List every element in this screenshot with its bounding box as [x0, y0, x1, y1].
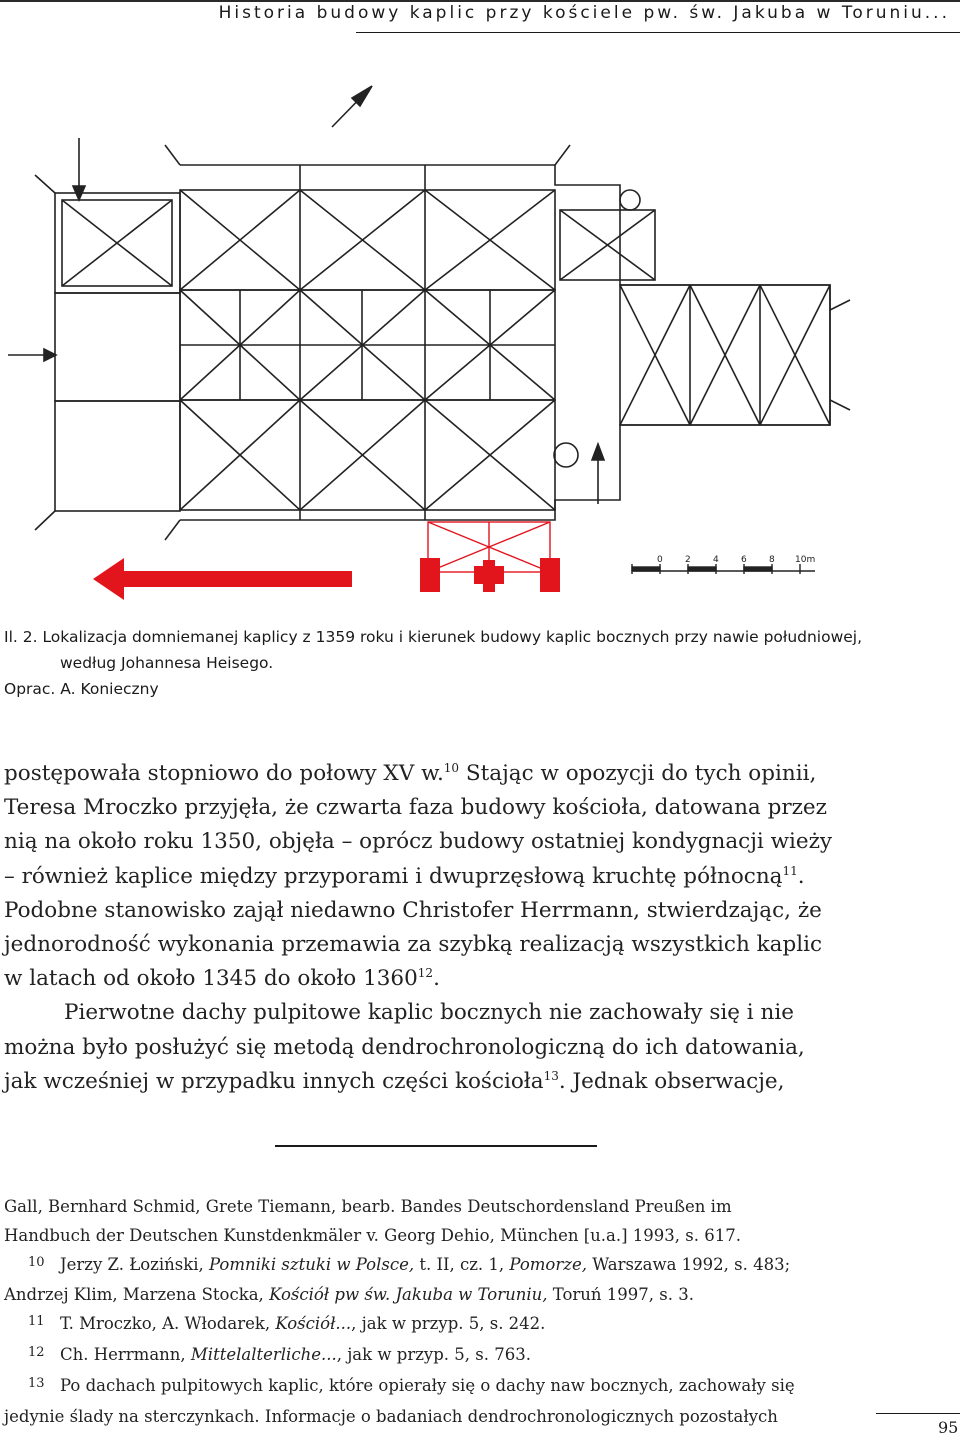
scale-label: 2 — [685, 555, 691, 565]
running-head: Historia budowy kaplic przy kościele pw.… — [0, 0, 960, 40]
scale-label: 8 — [769, 555, 775, 565]
page-number-rule — [876, 1413, 960, 1414]
footnote-line: Gall, Bernhard Schmid, Grete Tiemann, be… — [4, 1197, 732, 1216]
footnote-line: Andrzej Klim, Marzena Stocka, Kościół pw… — [4, 1285, 694, 1305]
floor-plan-drawing: 0 2 4 6 8 10m — [8, 85, 851, 600]
caption-line: według Johannesa Heisego. — [60, 654, 274, 672]
running-head-rule — [356, 32, 960, 33]
north-arrow-head — [350, 85, 373, 108]
footnote-line: Handbuch der Deutschen Kunstdenkmäler v.… — [4, 1225, 741, 1245]
caption-line: Il. 2. Lokalizacja domniemanej kaplicy z… — [4, 628, 863, 646]
caption-credit: Oprac. A. Konieczny — [4, 680, 159, 698]
church-floor-plan-figure: 0 2 4 6 8 10m — [0, 80, 960, 620]
footnotes: Gall, Bernhard Schmid, Grete Tiemann, be… — [4, 1193, 876, 1431]
scale-label: 0 — [657, 555, 663, 565]
top-rule — [0, 0, 960, 2]
body-line: jak wcześniej w przypadku innych części … — [4, 1068, 785, 1094]
scale-bar — [631, 564, 815, 574]
body-line: w latach od około 1345 do około 136012. — [4, 966, 440, 992]
body-line: Teresa Mroczko przyjęła, że czwarta faza… — [4, 795, 827, 821]
scale-label: 4 — [713, 555, 719, 565]
body-line: postępowała stopniowo do połowy XV w.10 … — [4, 760, 817, 786]
body-line: można było posłużyć się metodą dendrochr… — [4, 1034, 805, 1060]
body-line: nią na około roku 1350, objęła – oprócz … — [4, 829, 833, 855]
footnote-line: jedynie ślady na sterczynkach. Informacj… — [4, 1406, 778, 1426]
body-line: – również kaplice między przyporami i dw… — [4, 863, 805, 889]
page-number: 95 — [938, 1418, 959, 1437]
scale-label: 6 — [741, 555, 747, 565]
body-line: Podobne stanowisko zajął niedawno Christ… — [4, 897, 822, 923]
footnote-rule — [275, 1145, 597, 1147]
scale-label: 10m — [795, 555, 815, 565]
construction-direction-arrow — [93, 558, 352, 600]
running-head-title: Historia budowy kaplic przy kościele pw.… — [218, 3, 950, 23]
body-line: jednorodność wykonania przemawia za szyb… — [4, 932, 823, 958]
body-text: postępowała stopniowo do połowy XV w.10 … — [4, 757, 876, 1099]
body-line: Pierwotne dachy pulpitowe kaplic bocznyc… — [64, 1000, 794, 1026]
figure-caption: Il. 2. Lokalizacja domniemanej kaplicy z… — [4, 624, 954, 702]
